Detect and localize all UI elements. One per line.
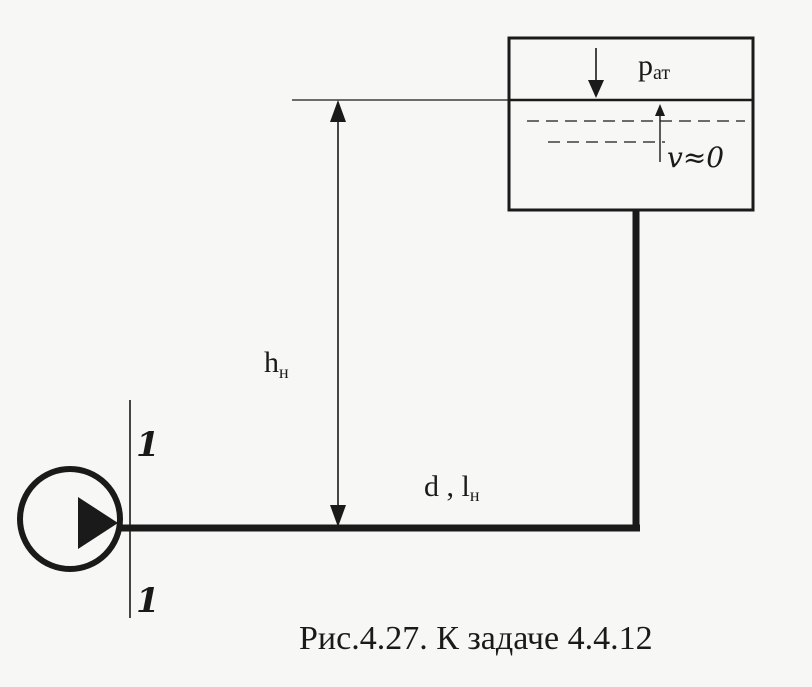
figure-caption: Рис.4.27. К задаче 4.4.12	[299, 620, 653, 657]
section-label-top: 1	[136, 425, 160, 465]
section-label-bottom: 1	[136, 581, 160, 621]
height-arrow-bottom	[330, 505, 346, 527]
tank	[507, 36, 755, 212]
height-label: hн	[264, 346, 289, 382]
velocity-arrow-head	[655, 104, 665, 116]
pressure-label: pат	[638, 49, 670, 84]
pipe-diameter-length-label: d , lн	[424, 470, 480, 505]
pump-circle-with-triangle-icon	[17, 466, 123, 572]
velocity-label: v≈0	[667, 141, 724, 174]
pressure-arrow-head	[588, 80, 604, 98]
height-arrow-top	[330, 100, 346, 122]
